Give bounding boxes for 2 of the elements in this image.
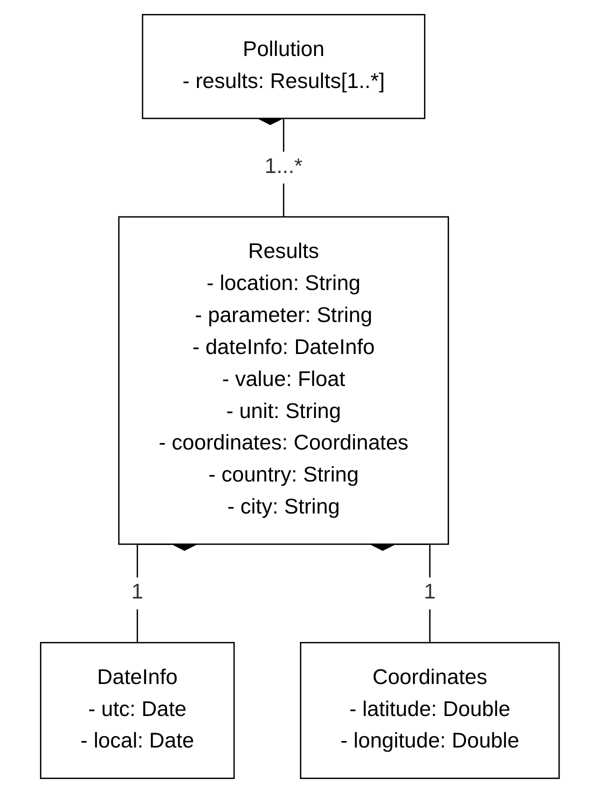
edge-label: 1: [424, 580, 436, 604]
edge-label: 1: [131, 580, 143, 604]
